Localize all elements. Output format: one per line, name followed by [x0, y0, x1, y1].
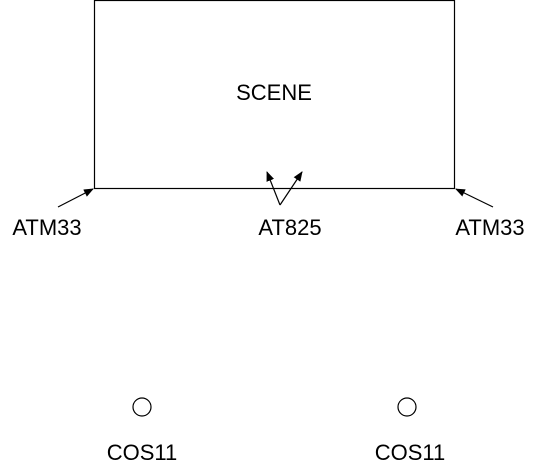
cos11-right-marker [397, 397, 417, 417]
atm33-left-arrow [57, 188, 94, 208]
scene-box [93, 0, 456, 190]
cos11-right-label: COS11 [375, 440, 446, 465]
cos11-left-label: COS11 [107, 440, 178, 465]
scene-label: SCENE [236, 80, 312, 105]
atm33-right-arrow [455, 188, 494, 208]
at825-label: AT825 [258, 215, 321, 240]
cos11-left-marker [132, 397, 152, 417]
at825-arrow-left [266, 171, 281, 206]
atm33-right-label: ATM33 [455, 215, 524, 240]
at825-arrow-right [279, 171, 303, 206]
atm33-left-label: ATM33 [12, 215, 81, 240]
